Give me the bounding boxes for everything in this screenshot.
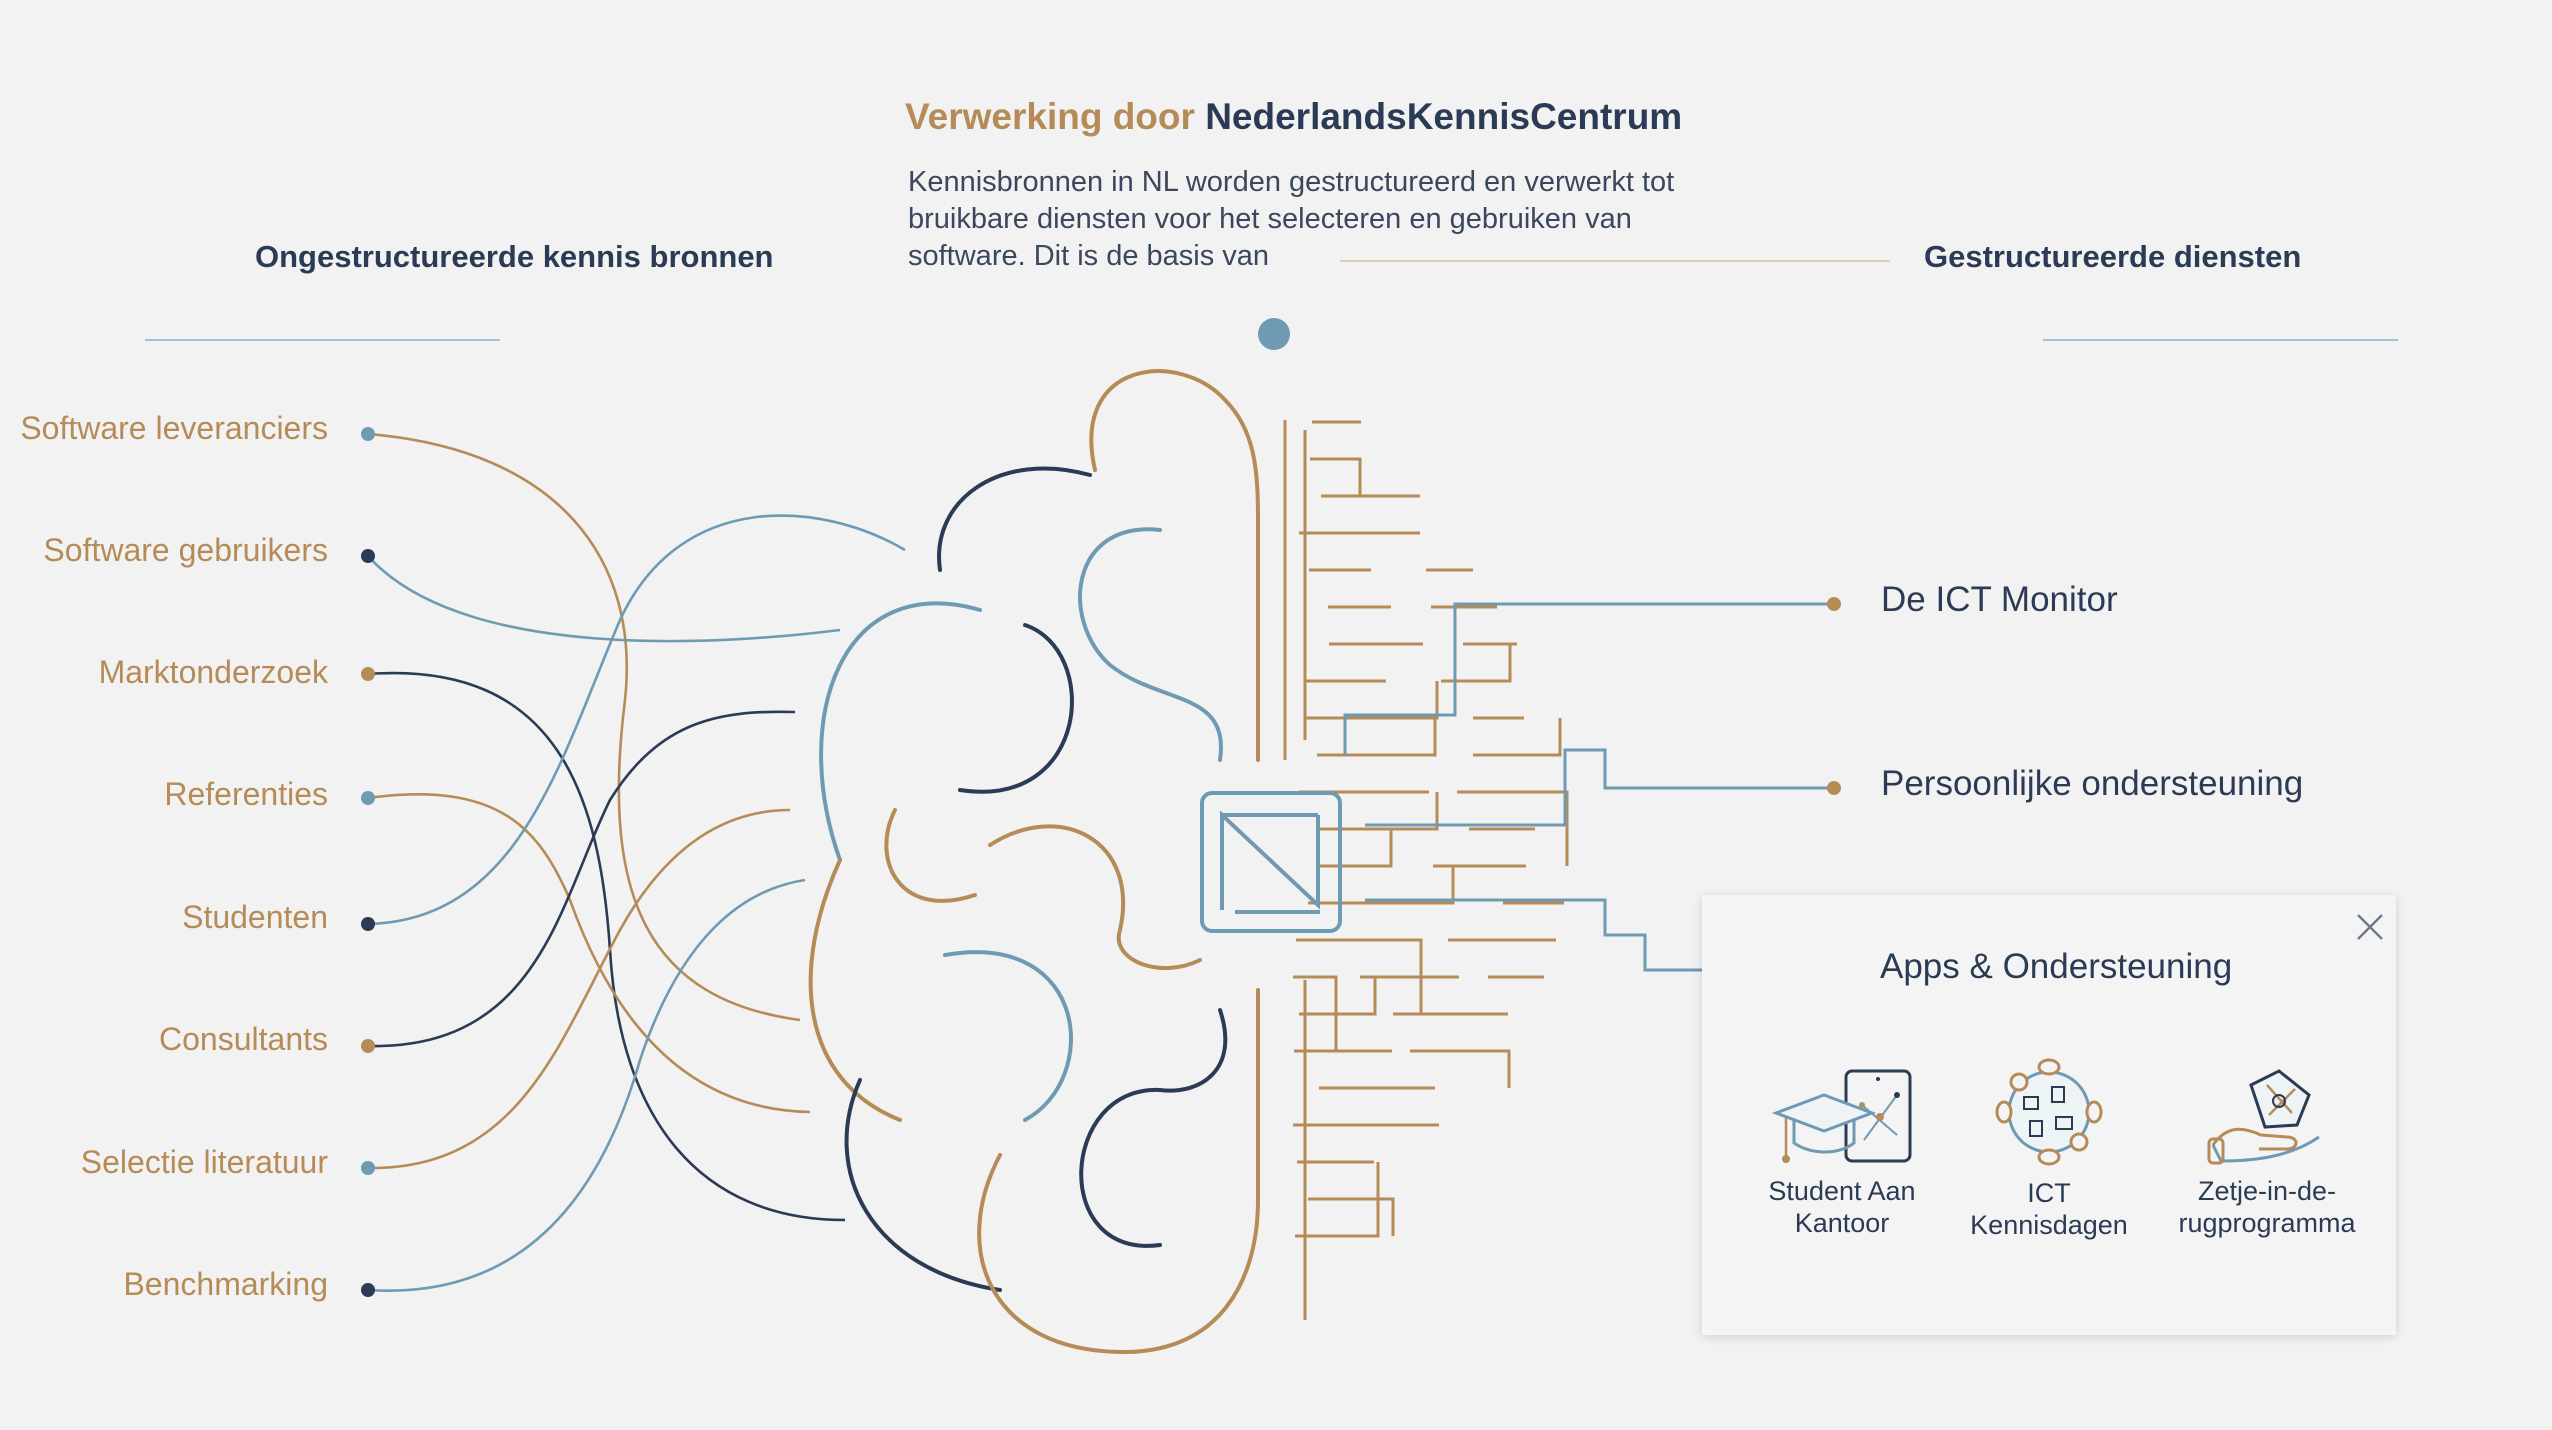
source-consultants: Consultants <box>159 1021 328 1057</box>
maze-segment <box>1410 1049 1511 1088</box>
top-center-dot <box>1258 318 1290 350</box>
maze-segment <box>1308 1197 1395 1236</box>
page-title: Verwerking door NederlandsKennisCentrum <box>905 96 1682 138</box>
maze-segment <box>1441 644 1512 683</box>
source-marktonderzoek: Marktonderzoek <box>98 654 328 690</box>
maze-segment <box>1306 681 1439 720</box>
intro-text: Kennisbronnen in NL worden gestructureer… <box>908 166 1675 272</box>
maze-segment <box>1317 718 1437 757</box>
panel-title: Apps & Ondersteuning <box>1880 947 2233 986</box>
close-icon[interactable] <box>2352 909 2388 945</box>
title-brand: NederlandsKennisCentrum <box>1205 96 1683 137</box>
source-dots <box>361 427 375 1297</box>
app-label: Student Aan Kantoor <box>1768 1176 1916 1238</box>
maze-segment <box>1320 792 1439 831</box>
service-persoonlijke-ondersteuning[interactable]: Persoonlijke ondersteuning <box>1881 764 2304 803</box>
service-dots <box>1827 597 1841 795</box>
nl-logo-icon <box>1200 791 1342 933</box>
service-ict-monitor[interactable]: De ICT Monitor <box>1881 580 2118 619</box>
apps-panel: Apps & Ondersteuning Student Aan Kantoor <box>1702 895 2396 1335</box>
source-software-gebruikers: Software gebruikers <box>43 532 328 568</box>
maze-segment <box>1310 457 1362 496</box>
source-referenties: Referenties <box>164 776 328 812</box>
maze-segment <box>1299 977 1377 1016</box>
maze-segment <box>1308 866 1455 905</box>
brain-left-hemisphere <box>808 369 1260 1355</box>
title-prefix: Verwerking door <box>905 96 1195 137</box>
source-selectie-literatuur: Selectie literatuur <box>80 1144 328 1180</box>
app-zetje-in-de-rugprogramma[interactable]: Zetje-in-de-rugprogramma <box>2162 1065 2372 1239</box>
source-benchmarking: Benchmarking <box>123 1266 328 1302</box>
graduation-tablet-icon <box>1772 1069 1912 1163</box>
source-studenten: Studenten <box>182 899 328 935</box>
maze-segment <box>1293 975 1338 1051</box>
left-column-heading: Ongestructureerde kennis bronnen <box>255 239 774 274</box>
puzzle-hand-icon <box>2207 1069 2320 1165</box>
service-route-lines <box>1343 602 1834 972</box>
source-connector-lines <box>367 432 906 1292</box>
app-label: Zetje-in-de-rugprogramma <box>2178 1176 2356 1238</box>
source-software-leveranciers: Software leveranciers <box>20 410 328 446</box>
app-ict-kennisdagen[interactable]: ICT Kennisdagen <box>1949 1058 2149 1241</box>
meeting-table-icon <box>1995 1058 2103 1166</box>
app-student-aan-kantoor[interactable]: Student Aan Kantoor <box>1762 1065 1922 1239</box>
maze-right-hemisphere <box>1283 420 1569 1320</box>
maze-segment <box>1296 938 1423 1014</box>
app-label: ICT Kennisdagen <box>1970 1178 2128 1240</box>
maze-segment <box>1295 1162 1380 1238</box>
maze-segment <box>1473 718 1562 757</box>
maze-segment <box>1319 829 1393 868</box>
right-column-heading: Gestructureerde diensten <box>1924 239 2302 274</box>
maze-segment <box>1457 790 1569 866</box>
